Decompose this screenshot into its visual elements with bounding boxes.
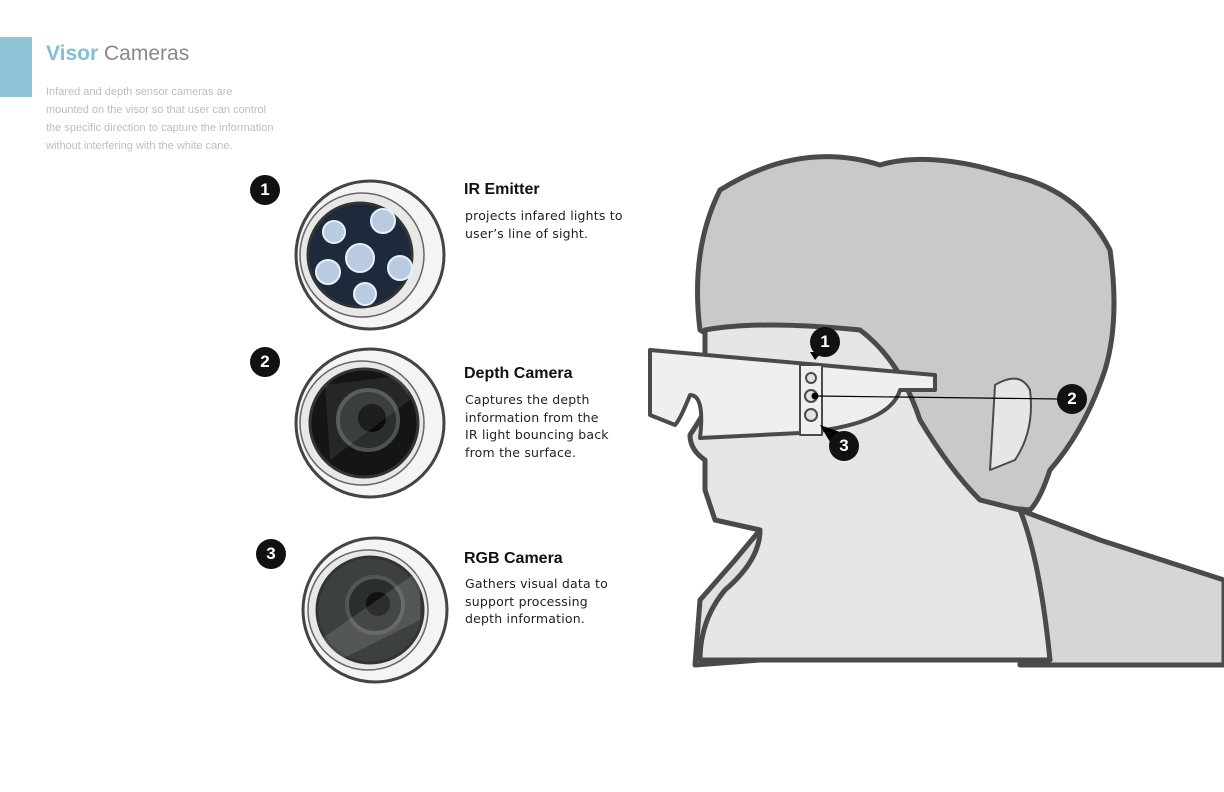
depth-camera-lens (294, 347, 446, 499)
feature-title-rgb-camera: RGB Camera (464, 550, 563, 567)
intro-text: Infared and depth sensor cameras are mou… (46, 86, 274, 152)
callout-badge-2: 2 (1057, 384, 1087, 414)
rgb-camera-lens (301, 536, 449, 684)
badge-ir-emitter: 1 (250, 175, 280, 205)
title-highlight: Visor (46, 42, 99, 65)
feature-title-ir-emitter: IR Emitter (464, 181, 540, 198)
callout-badge-3: 3 (829, 431, 859, 461)
callout-line-2 (811, 392, 1061, 400)
badge-depth-camera: 2 (250, 347, 280, 377)
page-title: Visor Cameras (46, 42, 189, 66)
accent-bar (0, 37, 32, 97)
callout-pointer-3 (820, 425, 840, 442)
ir-emitter-lens (294, 179, 446, 331)
title-rest: Cameras (104, 42, 190, 65)
feature-body-ir-emitter: projects infared lights to user’s line o… (465, 208, 623, 241)
feature-body-rgb-camera: Gathers visual data to support processin… (465, 576, 608, 626)
feature-title-depth-camera: Depth Camera (464, 365, 573, 382)
head-illustration (648, 154, 1224, 668)
callout-badge-1: 1 (810, 327, 840, 357)
feature-body-depth-camera: Captures the depth information from the … (465, 392, 609, 460)
badge-rgb-camera: 3 (256, 539, 286, 569)
